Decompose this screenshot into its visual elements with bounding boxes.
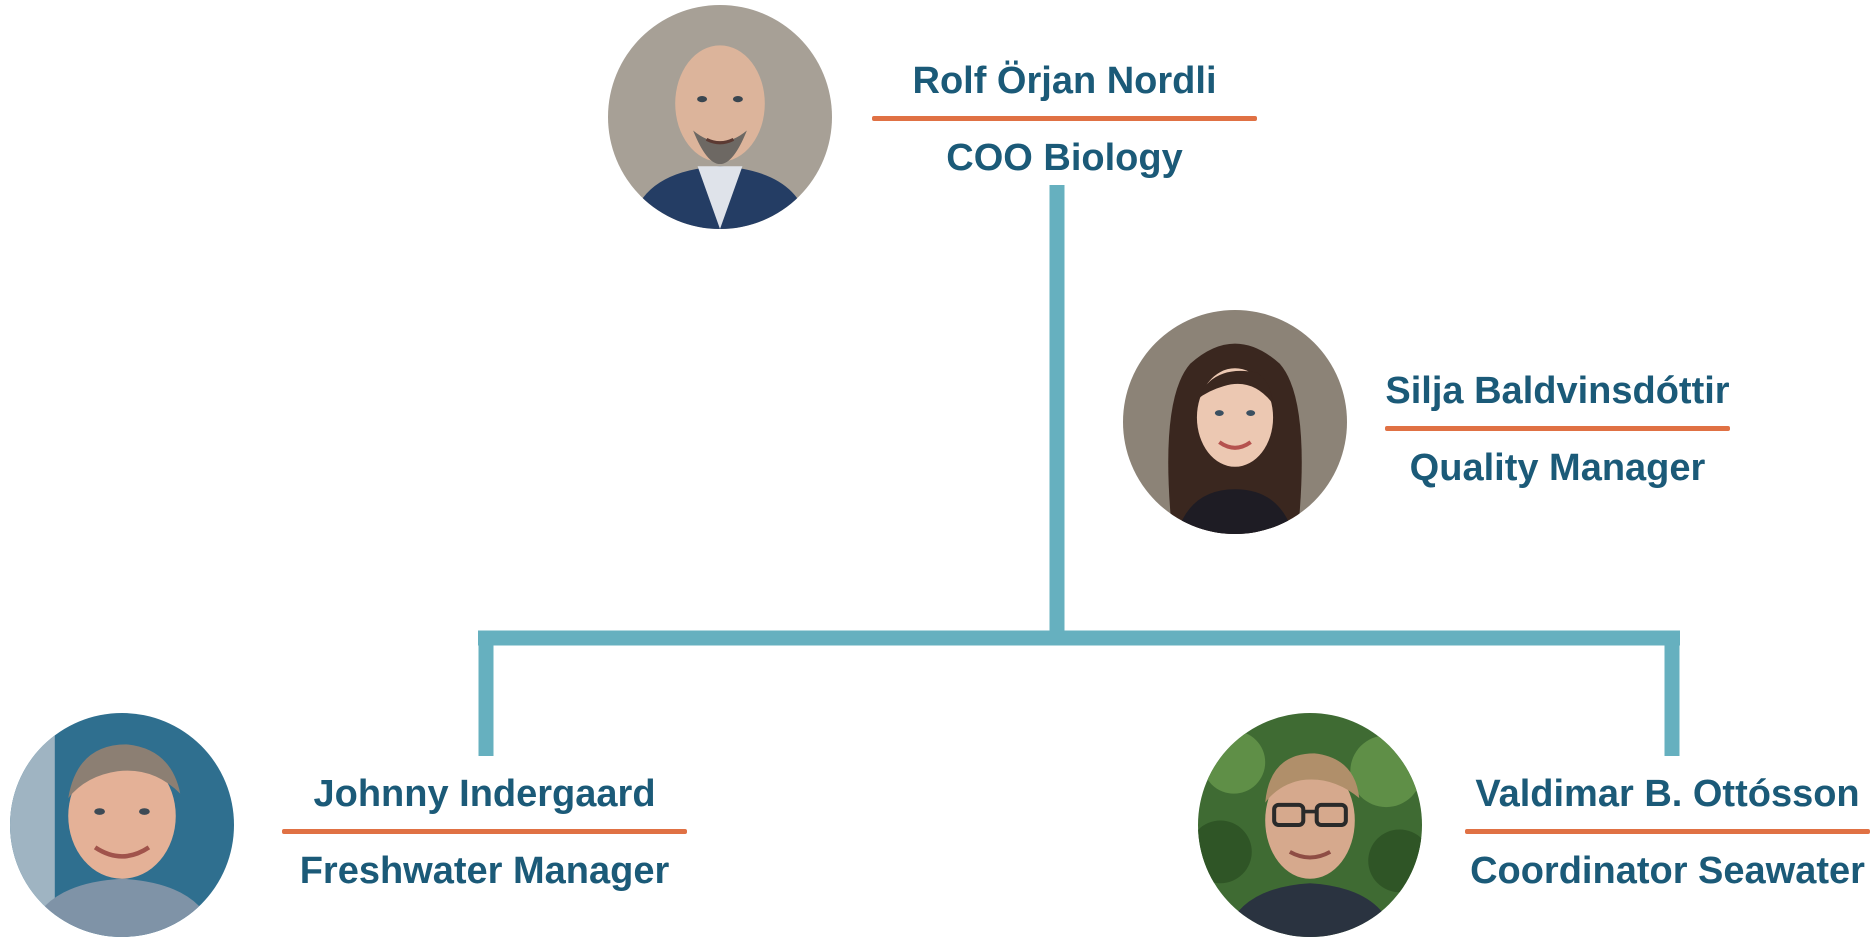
portrait-smiling-man-icon [10, 713, 234, 937]
name-divider [872, 116, 1257, 121]
coo-label: Rolf Örjan Nordli COO Biology [872, 58, 1257, 181]
name-divider [1465, 829, 1870, 834]
person-role: COO Biology [946, 137, 1183, 179]
portrait-man-with-glasses-icon [1198, 713, 1422, 937]
person-role: Quality Manager [1409, 447, 1706, 489]
avatar-coordinator-seawater [1198, 713, 1422, 937]
freshwater-manager-label: Johnny Indergaard Freshwater Manager [282, 771, 687, 894]
name-divider [1385, 426, 1730, 431]
portrait-dark-haired-woman-icon [1123, 310, 1347, 534]
portrait-bald-bearded-man-icon [608, 5, 832, 229]
person-name: Rolf Örjan Nordli [912, 60, 1217, 102]
avatar-quality-manager [1123, 310, 1347, 534]
person-role: Coordinator Seawater [1470, 850, 1865, 892]
avatar-freshwater-manager [10, 713, 234, 937]
person-role: Freshwater Manager [299, 850, 670, 892]
quality-manager-label: Silja Baldvinsdóttir Quality Manager [1385, 368, 1730, 491]
coordinator-seawater-label: Valdimar B. Ottósson Coordinator Seawate… [1465, 771, 1870, 894]
avatar-coo [608, 5, 832, 229]
name-divider [282, 829, 687, 834]
person-name: Silja Baldvinsdóttir [1385, 370, 1730, 412]
person-name: Valdimar B. Ottósson [1475, 773, 1860, 815]
person-name: Johnny Indergaard [313, 773, 656, 815]
